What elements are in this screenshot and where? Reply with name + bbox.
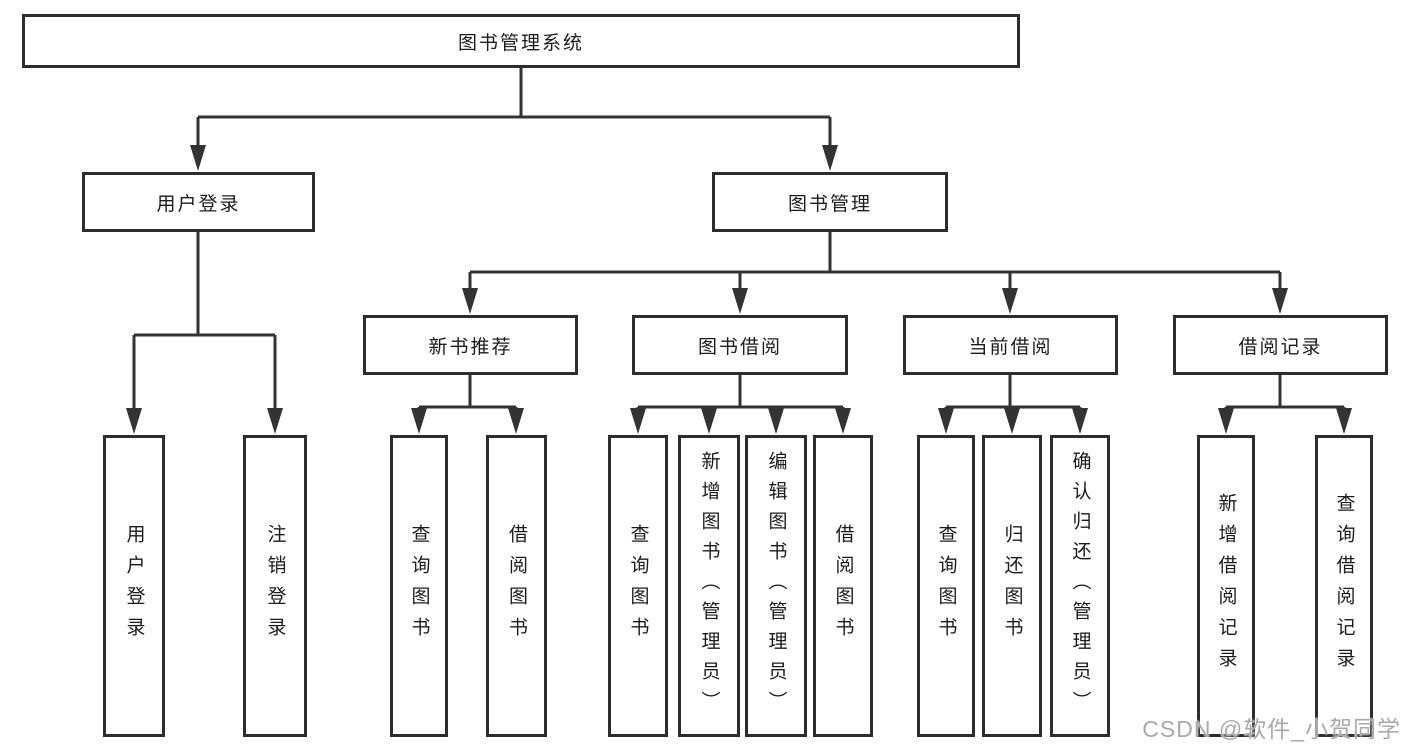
leaf-query-books-3: 查询图书 xyxy=(917,435,975,737)
leaf-confirm-return-admin: 确认归还（管理员） xyxy=(1050,435,1110,737)
leaf-add-books-admin: 新增图书（管理员） xyxy=(678,435,740,737)
leaf-query-books-1: 查询图书 xyxy=(390,435,448,737)
leaf-query-borrow-record: 查询借阅记录 xyxy=(1315,435,1373,737)
watermark: CSDN @软件_小贺同学 xyxy=(1142,716,1401,742)
leaf-user-login: 用户登录 xyxy=(103,435,165,737)
node-user-login: 用户登录 xyxy=(82,172,315,232)
leaf-logout: 注销登录 xyxy=(243,435,307,737)
leaf-query-books-2: 查询图书 xyxy=(608,435,668,737)
leaf-edit-books-admin: 编辑图书（管理员） xyxy=(745,435,807,737)
node-book-borrowing: 图书借阅 xyxy=(632,315,848,375)
leaf-return-books: 归还图书 xyxy=(982,435,1042,737)
node-new-book-recommend: 新书推荐 xyxy=(363,315,578,375)
node-book-management: 图书管理 xyxy=(712,172,948,232)
leaf-add-borrow-record: 新增借阅记录 xyxy=(1197,435,1255,737)
node-borrowing-records: 借阅记录 xyxy=(1173,315,1388,375)
leaf-borrow-books-1: 借阅图书 xyxy=(486,435,547,737)
node-root: 图书管理系统 xyxy=(22,14,1020,68)
leaf-borrow-books-2: 借阅图书 xyxy=(813,435,873,737)
node-current-borrowing: 当前借阅 xyxy=(903,315,1118,375)
